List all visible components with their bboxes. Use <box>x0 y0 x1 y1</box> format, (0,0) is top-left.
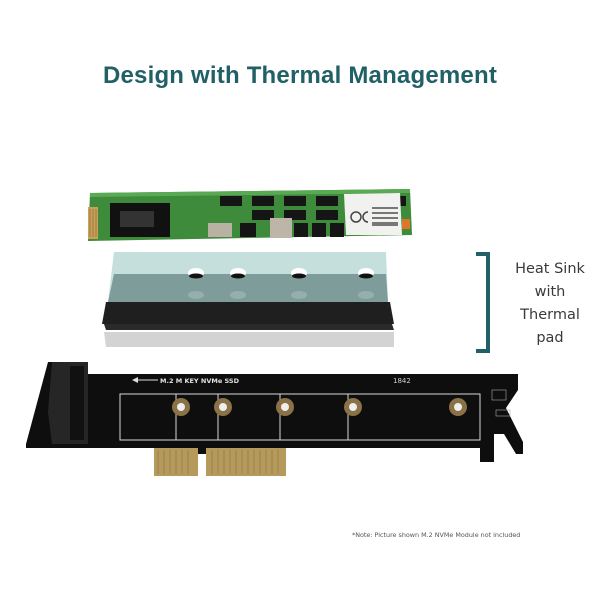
silkscreen-label: M.2 M KEY NVMe SSD <box>160 377 240 385</box>
heat-sink-label-line-2: with <box>534 284 566 300</box>
board-code: 1842 <box>393 377 411 385</box>
heat-sink-label-line-3: Thermal <box>520 307 580 323</box>
disclaimer-note: *Note: Picture shown M.2 NVMe Module not… <box>352 531 521 539</box>
pcie-adapter-card-image: M.2 M KEY NVMe SSD 1842 <box>26 362 523 476</box>
heat-sink-label-line-1: Heat Sink <box>515 261 585 277</box>
heat-sink-label: Heat Sink with Thermal pad <box>500 258 600 350</box>
bracket-indicator <box>476 252 490 353</box>
m2-ssd-module-image <box>88 189 412 241</box>
heat-sink-label-line-4: pad <box>536 330 564 346</box>
heat-sink-thermal-pad-image <box>102 252 394 347</box>
page-title: Design with Thermal Management <box>102 62 498 89</box>
